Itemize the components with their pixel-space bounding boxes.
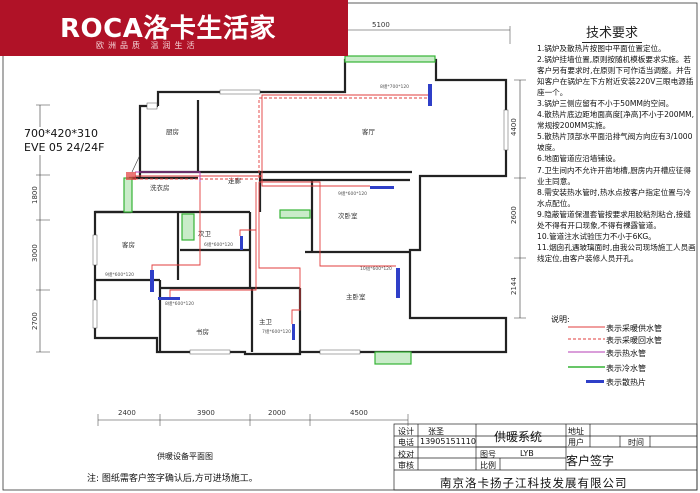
tech-item: 7.卫生间内不允许开凿地槽,厨房内开槽应征得业主同意。 bbox=[537, 165, 691, 186]
rad-label-second: 9组*600*120 bbox=[338, 190, 367, 197]
room-bedroom2: 次卧室 bbox=[338, 211, 358, 220]
tech-item: 6.地面管道应沿墙铺设。 bbox=[537, 154, 621, 164]
title-block bbox=[393, 423, 698, 491]
legend-lines bbox=[568, 326, 605, 383]
rad-label-bath: 6组*600*120 bbox=[204, 241, 233, 248]
legend-hot: 表示热水管 bbox=[606, 349, 646, 358]
legend-return: 表示采暖回水管 bbox=[606, 336, 662, 345]
windows bbox=[92, 89, 509, 355]
legend-supply: 表示采暖供水管 bbox=[606, 324, 662, 333]
balconies bbox=[123, 55, 436, 365]
bottom-dimensions: 2400 3900 2000 4500 bbox=[97, 409, 409, 426]
tech-item: 2.锅炉挂墙位置,原则按随机模板要求实施。若客户另有要求时,在原则下可作适当调整… bbox=[537, 55, 694, 97]
tech-item: 4.散热片底边距地面高度[净高]不小于200MM,常规按200MM实施。 bbox=[537, 110, 695, 131]
tb-design-value: 张圣 bbox=[428, 427, 444, 436]
room-master: 主卧室 bbox=[346, 292, 366, 301]
dim-right-2: 2600 bbox=[510, 206, 518, 224]
room-mbath: 主卫 bbox=[259, 317, 273, 326]
tb-design-label: 设计 bbox=[398, 427, 414, 436]
dim-bottom-4: 4500 bbox=[350, 409, 368, 417]
room-corridor: 走廊 bbox=[228, 176, 242, 185]
tb-phone-value: 13905151110 bbox=[420, 437, 476, 446]
dim-right-3: 2144 bbox=[510, 277, 518, 295]
tech-item: 10.管道注水试验压力不小于6KG。 bbox=[537, 232, 656, 242]
tech-item: 8.需安装热水管时,热水点按客户指定位置与冷水点配位。 bbox=[537, 187, 691, 208]
tb-address-label: 地址 bbox=[568, 427, 584, 436]
right-dimensions: 4400 2600 2144 bbox=[510, 79, 526, 319]
tech-requirements-list: 1.锅炉及散热片按图中平面位置定位。 2.锅炉挂墙位置,原则按随机模板要求实施。… bbox=[537, 44, 697, 265]
boiler-size: 700*420*310 bbox=[24, 127, 98, 140]
tb-signature: 客户签字 bbox=[566, 454, 615, 468]
plan-caption: 供暖设备平面图 bbox=[157, 452, 213, 461]
room-living: 客厅 bbox=[362, 127, 376, 136]
logo-brand-text: ROCA洛卡生活家 bbox=[60, 14, 276, 44]
hot-water-pipe bbox=[135, 171, 201, 182]
rad-label-mbath: 7组*600*120 bbox=[262, 328, 291, 335]
tech-item: 9.隐蔽管道保温套管按要求用胶粘剂粘合,接缝处不得有开口现象,不得有裸露管道。 bbox=[537, 209, 691, 230]
rad-label-study: 8组*600*120 bbox=[165, 300, 194, 307]
legend-cold: 表示冷水管 bbox=[606, 364, 646, 373]
tb-review-label: 审核 bbox=[398, 461, 414, 470]
legend-title: 说明: bbox=[551, 315, 570, 324]
dim-top: 5100 bbox=[372, 21, 390, 29]
dim-bottom-3: 2000 bbox=[268, 409, 286, 417]
boiler-code: EVE 05 24/24F bbox=[24, 141, 105, 154]
room-kitchen: 厨房 bbox=[166, 127, 179, 136]
room-laundry: 洗衣房 bbox=[150, 183, 170, 192]
dim-left-4: 2700 bbox=[31, 312, 39, 330]
tb-scale-label: 比例 bbox=[480, 461, 496, 470]
rad-label-master: 10组*600*120 bbox=[360, 265, 392, 272]
tech-item: 3.锅炉三侧应留有不小于50MM的空间。 bbox=[537, 98, 674, 108]
tb-drawing-value: LYB bbox=[520, 449, 534, 458]
tech-item: 5.散热片顶部水平面沿排气阀方向应有3/1000坡度。 bbox=[537, 132, 693, 153]
tech-item: 11.烟囱孔遇玻璃面时,由我公司现场施工人员画线定位,由客户装修人员开孔。 bbox=[537, 243, 696, 264]
roca-logo: ROCA洛卡生活家 欧洲品质 温润生活 bbox=[0, 0, 348, 56]
legend-radiator: 表示散热片 bbox=[606, 378, 646, 387]
plan-note: 注: 图纸需客户签字确认后,方可进场施工。 bbox=[87, 474, 258, 484]
heating-pipes bbox=[135, 94, 428, 324]
room-bath: 次卫 bbox=[198, 229, 212, 238]
dim-bottom-1: 2400 bbox=[118, 409, 136, 417]
dim-bottom-2: 3900 bbox=[197, 409, 215, 417]
dim-right-1: 4400 bbox=[510, 118, 518, 136]
logo-slogan: 欧洲品质 温润生活 bbox=[96, 41, 199, 50]
model-leader bbox=[131, 154, 141, 173]
radiators bbox=[150, 84, 432, 340]
rad-label-guest: 9组*600*120 bbox=[105, 271, 134, 278]
room-guest: 客房 bbox=[122, 240, 135, 249]
dim-left-2: 1800 bbox=[31, 186, 39, 204]
tb-time-label: 时间 bbox=[628, 438, 644, 447]
room-study: 书房 bbox=[196, 327, 209, 336]
tb-drawing-label: 图号 bbox=[480, 450, 496, 459]
tb-check-label: 校对 bbox=[398, 450, 414, 459]
tb-company: 南京洛卡扬子江科技发展有限公司 bbox=[440, 476, 628, 490]
boiler bbox=[126, 172, 136, 180]
tb-user-label: 用户 bbox=[568, 438, 584, 447]
tech-item: 1.锅炉及散热片按图中平面位置定位。 bbox=[537, 44, 666, 53]
tb-phone-label: 电话 bbox=[398, 438, 414, 447]
boiler-model-label: 700*420*310 EVE 05 24/24F bbox=[22, 127, 107, 155]
rad-label-living: 8组*700*120 bbox=[380, 83, 409, 90]
tb-system: 供暖系统 bbox=[494, 430, 543, 444]
tech-requirements-title: 技术要求 bbox=[582, 22, 643, 43]
dim-left-3: 3000 bbox=[31, 244, 39, 262]
